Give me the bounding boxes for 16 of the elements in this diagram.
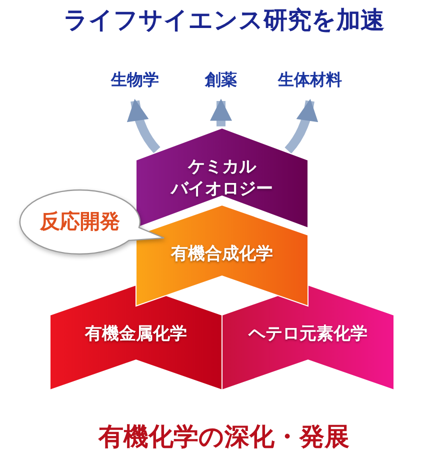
arrow	[127, 98, 160, 154]
node-text: 有機合成化学	[170, 243, 274, 266]
chevron-shape	[50, 285, 222, 390]
field-label: 生物学	[111, 70, 159, 91]
node-text: ケミカルバイオロジー	[169, 156, 274, 200]
arrow	[210, 98, 232, 126]
node-text: ヘテロ元素化学	[247, 323, 368, 346]
node-text: 有機金属化学	[84, 323, 188, 346]
title: ライフサイエンス研究を加速	[62, 5, 386, 36]
bubble-text: 反応開発	[38, 208, 121, 234]
caption: 有機化学の深化・発展	[97, 421, 350, 453]
chevron-shape	[222, 285, 394, 390]
chevron-shape	[136, 205, 308, 306]
field-label: 生体材料	[278, 70, 342, 91]
field-label: 創薬	[205, 70, 237, 91]
arrow	[284, 98, 318, 154]
